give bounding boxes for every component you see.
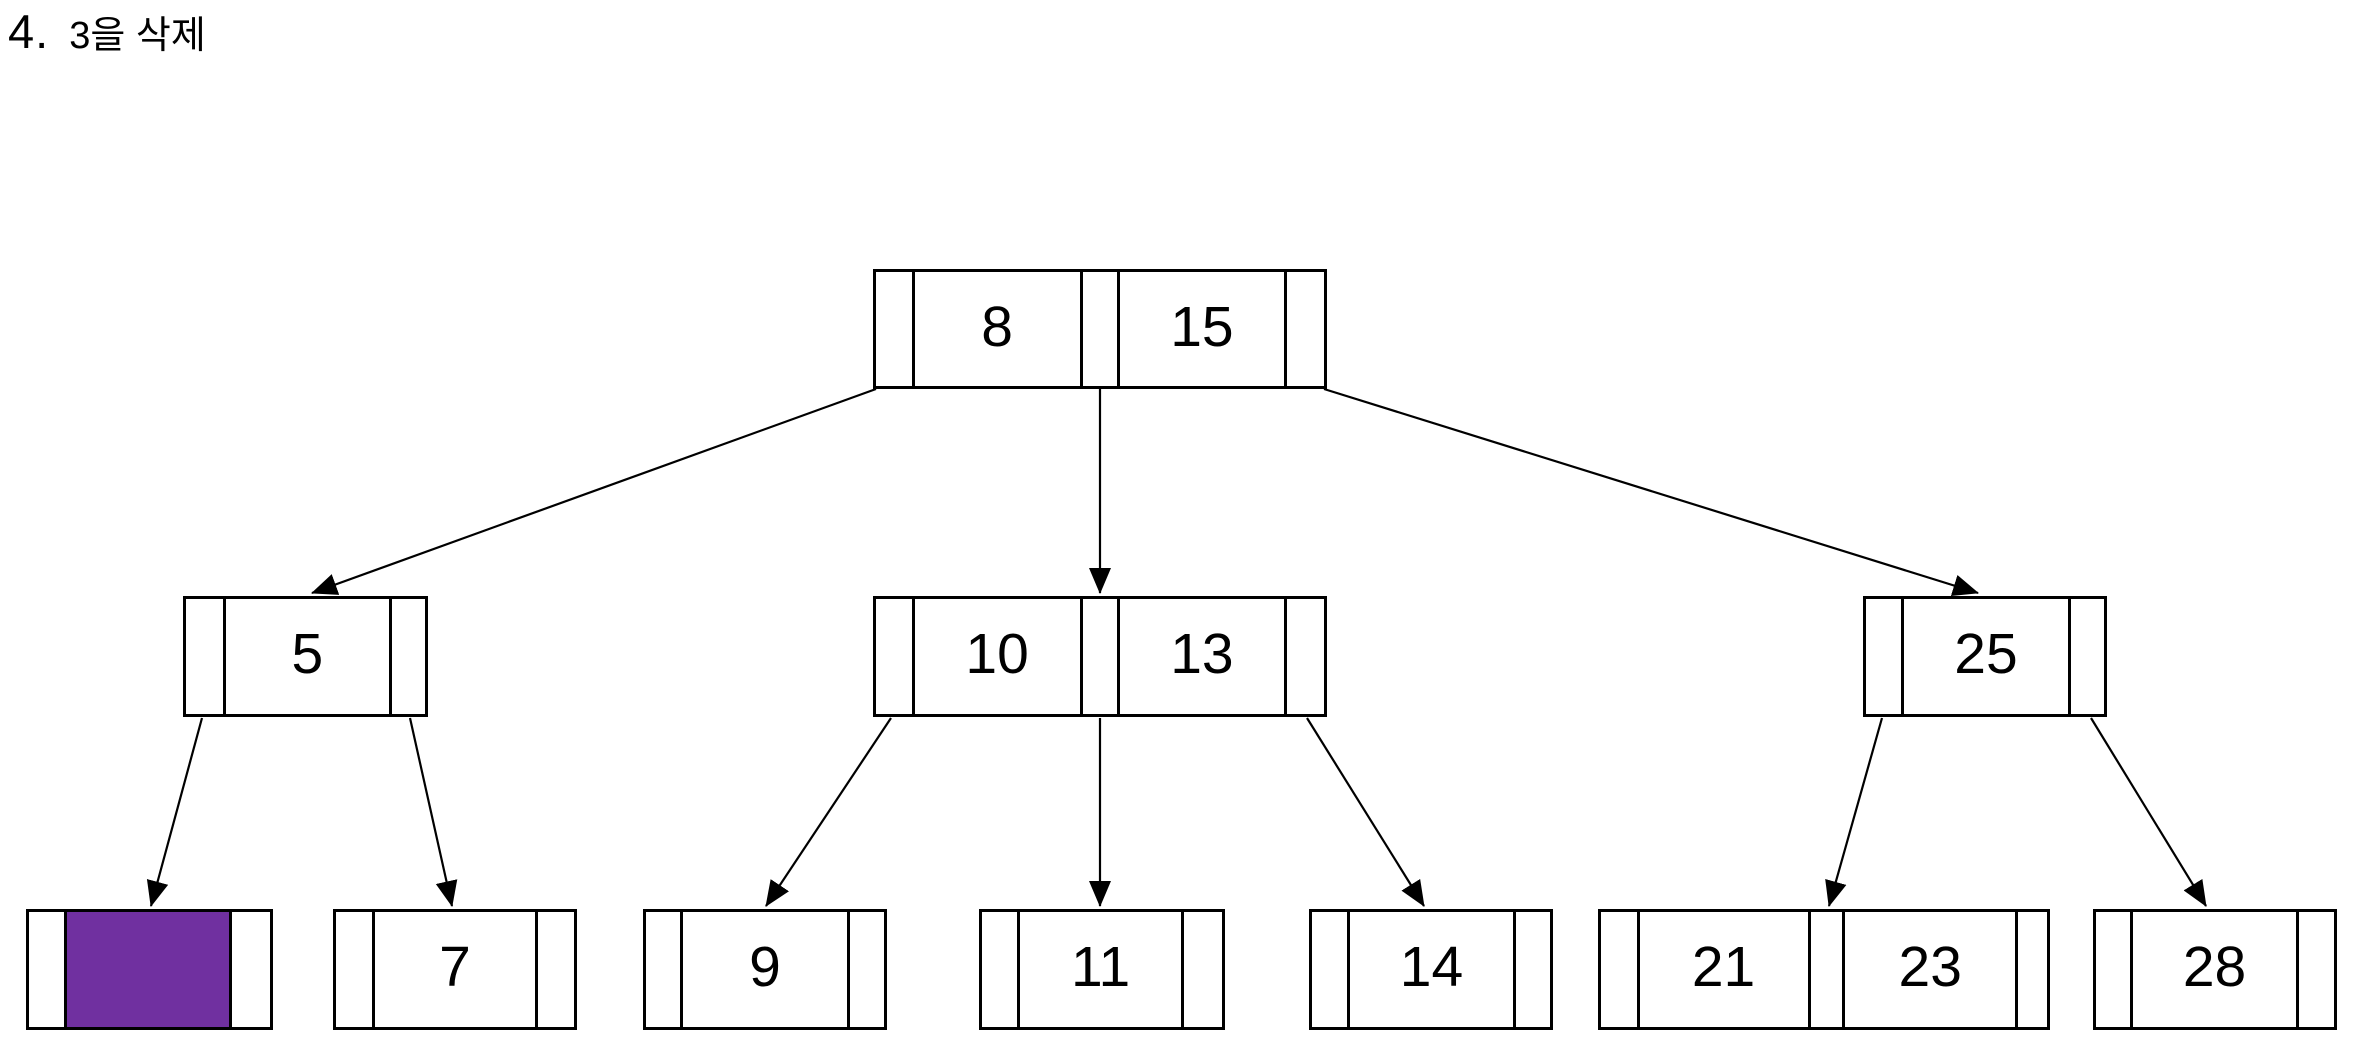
key-cell: 21 xyxy=(1636,912,1808,1027)
pointer-cell xyxy=(1601,912,1637,1027)
key-cell: 11 xyxy=(1017,912,1181,1027)
pointer-cell xyxy=(1283,272,1324,386)
pointer-cell xyxy=(1866,599,1901,714)
edge-arrow-root-to-n25 xyxy=(1323,387,1979,597)
btree-node-n21-23: 21 23 xyxy=(1598,909,2050,1030)
pointer-cell xyxy=(1807,912,1843,1027)
pointer-cell xyxy=(186,599,223,714)
btree-node-n14: 14 xyxy=(1309,909,1553,1030)
pointer-cell xyxy=(876,272,912,386)
pointer-cell xyxy=(1312,912,1347,1027)
btree-node-n11: 11 xyxy=(979,909,1225,1030)
btree-node-n7: 7 xyxy=(333,909,577,1030)
title-number: 4. xyxy=(8,5,50,58)
key-cell: 10 xyxy=(911,599,1080,714)
pointer-cell xyxy=(2015,912,2047,1027)
pointer-cell xyxy=(2067,599,2104,714)
edge-arrow-n10-13-to-n9 xyxy=(765,717,892,907)
key-cell: 15 xyxy=(1117,272,1283,386)
btree-node-n10-13: 10 13 xyxy=(873,596,1327,717)
key-cell: 28 xyxy=(2130,912,2296,1027)
btree-node-n28: 28 xyxy=(2093,909,2337,1030)
key-cell: 9 xyxy=(680,912,847,1027)
pointer-cell xyxy=(1180,912,1222,1027)
edge-arrow-n25-to-n28 xyxy=(2090,717,2207,907)
btree-node-n9: 9 xyxy=(643,909,887,1030)
btree-node-root: 8 15 xyxy=(873,269,1327,389)
pointer-cell xyxy=(388,599,425,714)
page-title: 4. 3을 삭제 xyxy=(8,4,206,59)
pointer-cell xyxy=(228,912,270,1027)
pointer-cell xyxy=(534,912,574,1027)
edge-arrow-root-to-n5 xyxy=(311,387,877,595)
btree-node-n5: 5 xyxy=(183,596,428,717)
edge-arrow-n25-to-n21-23 xyxy=(1825,717,1884,907)
deleted-key-cell xyxy=(64,912,229,1027)
pointer-cell xyxy=(846,912,884,1027)
edge-arrow-n5-to-n7 xyxy=(408,717,458,907)
pointer-cell xyxy=(876,599,912,714)
key-cell: 23 xyxy=(1842,912,2015,1027)
key-cell: 14 xyxy=(1347,912,1513,1027)
key-cell: 5 xyxy=(223,599,389,714)
edge-arrow-n10-13-to-n14 xyxy=(1306,717,1425,907)
key-cell: 25 xyxy=(1901,599,2068,714)
key-cell: 13 xyxy=(1117,599,1283,714)
pointer-cell xyxy=(1079,272,1118,386)
pointer-cell xyxy=(982,912,1017,1027)
pointer-cell xyxy=(1079,599,1118,714)
pointer-cell xyxy=(336,912,372,1027)
key-cell: 7 xyxy=(372,912,535,1027)
btree-node-n25: 25 xyxy=(1863,596,2107,717)
pointer-cell xyxy=(646,912,680,1027)
pointer-cell xyxy=(2096,912,2130,1027)
pointer-cell xyxy=(1283,599,1324,714)
pointer-cell xyxy=(2295,912,2334,1027)
btree-node-leaf-empty xyxy=(26,909,273,1030)
pointer-cell xyxy=(1512,912,1550,1027)
edge-arrow-n5-to-leaf-empty xyxy=(146,717,204,907)
key-cell: 8 xyxy=(911,272,1080,386)
pointer-cell xyxy=(29,912,64,1027)
title-text: 3을 삭제 xyxy=(69,15,206,57)
